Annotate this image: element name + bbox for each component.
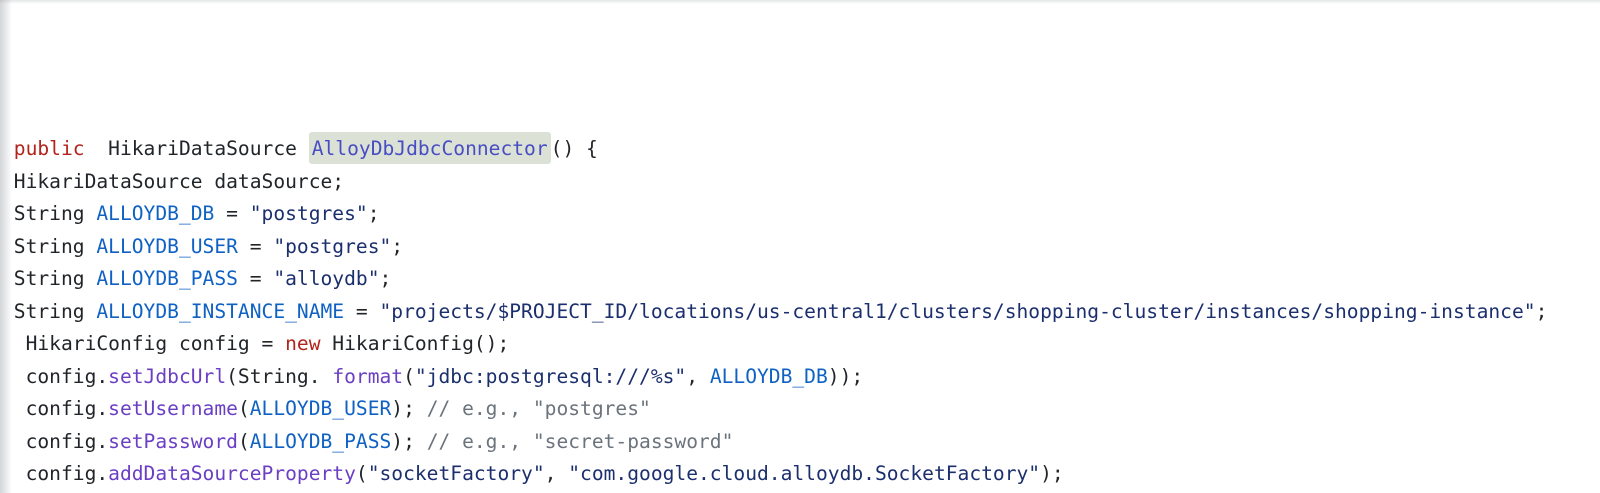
code-token-plain: ( <box>403 364 415 388</box>
code-token-keyword: public <box>13 137 85 160</box>
code-token-plain: = <box>344 299 380 323</box>
code-token-plain: ( <box>237 429 250 453</box>
code-token-string: "projects/$PROJECT_ID/locations/us-centr… <box>379 299 1536 323</box>
code-token-plain: ( <box>237 397 250 420</box>
code-line: String ALLOYDB_PASS = "alloydb"; <box>2 263 1600 296</box>
code-token-constant: ALLOYDB_USER <box>96 234 238 258</box>
code-line: config.addDataSourceProperty("socketFact… <box>2 458 1600 491</box>
code-token-method: setPassword <box>108 429 238 453</box>
code-token-plain: HikariDataSource <box>84 137 309 160</box>
code-token-plain: (String. <box>226 364 333 388</box>
code-token-method: setUsername <box>108 397 238 420</box>
code-token-plain: = <box>214 202 250 225</box>
code-line: config.setPassword(ALLOYDB_PASS); // e.g… <box>2 426 1600 459</box>
code-token-plain: config. <box>2 364 109 388</box>
code-token-string: "postgres" <box>249 202 368 225</box>
code-token-method: format <box>332 364 404 388</box>
code-token-plain: HikariConfig config = <box>2 332 286 355</box>
code-token-plain: String <box>2 202 97 225</box>
code-line: public HikariDataSource AlloyDbJdbcConne… <box>2 132 1600 166</box>
code-token-plain: ); <box>391 397 427 420</box>
code-token-string: "postgres" <box>273 234 392 258</box>
code-token-plain: ; <box>391 234 404 258</box>
code-token-constant: ALLOYDB_PASS <box>96 267 238 290</box>
code-token-keyword: new <box>285 332 321 355</box>
code-line: String ALLOYDB_INSTANCE_NAME = "projects… <box>2 296 1600 329</box>
code-line: HikariDataSource dataSource; <box>2 166 1600 199</box>
top-edge-shading <box>0 0 1600 4</box>
highlighted-function-name: AlloyDbJdbcConnector <box>308 132 551 164</box>
code-line: config.setJdbcUrl(String. format("jdbc:p… <box>2 361 1600 394</box>
code-token-plain: = <box>237 234 274 258</box>
code-token-plain: () { <box>550 137 598 160</box>
code-token-plain <box>2 137 14 160</box>
code-token-plain: ; <box>367 202 380 225</box>
code-token-string: "alloydb" <box>273 267 380 290</box>
code-token-plain: String <box>2 267 97 290</box>
code-token-constant: ALLOYDB_DB <box>709 364 828 388</box>
code-token-constant: ALLOYDB_PASS <box>249 429 392 453</box>
code-token-plain: config. <box>2 397 109 420</box>
code-lines-container: public HikariDataSource AlloyDbJdbcConne… <box>2 132 1600 493</box>
code-token-plain: ); <box>1040 462 1064 485</box>
code-line: config.setUsername(ALLOYDB_USER); // e.g… <box>2 393 1600 426</box>
code-token-string: "socketFactory" <box>367 462 545 485</box>
code-line: HikariConfig config = new HikariConfig()… <box>2 328 1600 361</box>
code-token-constant: ALLOYDB_DB <box>96 202 215 225</box>
code-token-plain: HikariDataSource dataSource; <box>2 169 345 193</box>
code-token-comment: // e.g., "postgres" <box>426 397 651 420</box>
code-token-method: addDataSourceProperty <box>108 462 356 485</box>
code-line: String ALLOYDB_USER = "postgres"; <box>2 231 1600 264</box>
code-token-plain: HikariConfig(); <box>320 332 510 355</box>
code-token-plain: config. <box>2 462 109 485</box>
code-token-plain: ( <box>355 462 368 485</box>
code-token-plain: )); <box>827 364 864 388</box>
code-token-method: setJdbcUrl <box>108 364 227 388</box>
code-token-plain: String <box>2 299 97 323</box>
code-token-comment: // e.g., "secret-password" <box>426 429 734 453</box>
code-token-plain: = <box>237 267 274 290</box>
code-token-constant: ALLOYDB_USER <box>249 397 392 420</box>
code-token-constant: ALLOYDB_INSTANCE_NAME <box>96 299 345 323</box>
code-token-plain: config. <box>2 429 109 453</box>
code-line: String ALLOYDB_DB = "postgres"; <box>2 198 1600 231</box>
code-token-string: "jdbc:postgresql:///%s" <box>414 364 687 388</box>
code-token-plain: ); <box>391 429 427 453</box>
code-token-string: "com.google.cloud.alloydb.SocketFactory" <box>568 462 1041 485</box>
code-token-plain: String <box>2 234 97 258</box>
code-token-plain: ; <box>1535 299 1548 323</box>
code-token-plain: , <box>544 462 569 485</box>
code-token-plain: ; <box>379 267 392 290</box>
code-token-plain: , <box>686 364 710 388</box>
